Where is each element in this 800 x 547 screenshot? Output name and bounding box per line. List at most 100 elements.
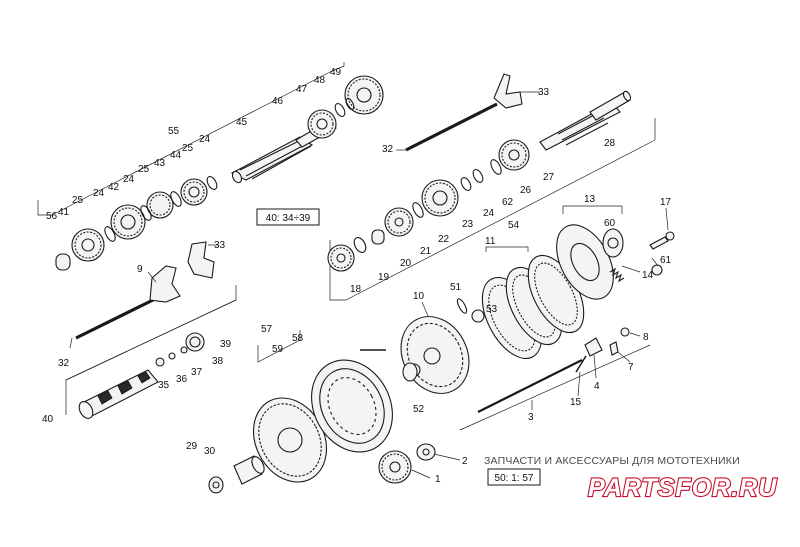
part-label: 40 [42, 414, 54, 425]
part-label: 24 [93, 188, 105, 199]
clutch-basket-10 [400, 316, 470, 394]
part-label: 38 [212, 356, 224, 367]
part-label: 49 [330, 67, 342, 78]
rod-15 [575, 355, 587, 373]
part-label: 1 [435, 474, 441, 485]
part-label: 25 [72, 195, 84, 206]
part-label: 20 [400, 258, 412, 269]
part-label: 35 [158, 380, 170, 391]
ref-box-top: 40: 34÷39 [256, 208, 320, 226]
part-label: 19 [378, 272, 390, 283]
part-label: 30 [204, 446, 216, 457]
part-label: 25 [138, 164, 150, 175]
gear-43 [146, 191, 174, 219]
selector-drum-40 [78, 369, 159, 419]
part-label: 18 [350, 284, 362, 295]
washer-51 [456, 298, 468, 314]
washer-19-20 [353, 229, 385, 253]
part-label: 24 [123, 174, 135, 185]
fork-rod-32-upper [405, 102, 498, 152]
nut-2 [416, 443, 436, 461]
part-label: 32 [382, 144, 394, 155]
bolt-17 [649, 231, 675, 250]
part-label: 37 [191, 367, 203, 378]
gear-49 [344, 75, 384, 115]
washers-24-25 [104, 175, 218, 242]
nut-53 [471, 309, 485, 323]
part-label: 25 [182, 143, 194, 154]
ref-box-top-text: 40: 34÷39 [266, 213, 311, 224]
pin-7-8 [609, 327, 630, 356]
part-label: 62 [502, 197, 514, 208]
part-label: 11 [485, 236, 496, 247]
gear-42 [110, 204, 146, 240]
part-label: 61 [660, 255, 672, 266]
leader-lines [69, 91, 669, 479]
part-label: 21 [420, 246, 432, 257]
part-label: 54 [508, 220, 520, 231]
part-labels: 1 2 3 4 7 8 9 10 11 13 14 15 17 18 19 20… [42, 67, 672, 485]
bushing-56 [55, 253, 71, 271]
washer-61 [651, 264, 663, 276]
part-label: 36 [176, 374, 188, 385]
part-label: 57 [261, 324, 273, 335]
part-label: 29 [186, 441, 198, 452]
part-label: 53 [486, 304, 498, 315]
part-label: 43 [154, 158, 166, 169]
part-label: 59 [272, 344, 284, 355]
part-label: 27 [543, 172, 555, 183]
ref-box-bottom-text: 50: 1: 57 [495, 473, 534, 484]
ref-box-bottom: 50: 1: 57 [487, 468, 541, 486]
part-label: 24 [483, 208, 495, 219]
bushing-30 [233, 455, 265, 485]
watermark-tagline: ЗАПЧАСТИ И АКСЕССУАРЫ ДЛЯ МОТОТЕХНИКИ [484, 455, 740, 467]
spring-14 [609, 267, 625, 283]
gear-21 [384, 207, 414, 237]
part-label: 33 [538, 87, 550, 98]
part-label: 51 [450, 282, 462, 293]
part-label: 9 [137, 264, 143, 275]
part-label: 52 [413, 404, 425, 415]
washer-47-48 [334, 97, 355, 118]
fork-rod-32-lower [75, 296, 158, 340]
shift-fork-33-lower [187, 241, 215, 279]
part-label: 42 [108, 182, 120, 193]
part-label: 60 [604, 218, 616, 229]
part-label: 7 [628, 362, 634, 373]
part-label: 58 [292, 333, 304, 344]
part-label: 55 [168, 126, 180, 137]
part-label: 44 [170, 150, 182, 161]
part-label: 2 [462, 456, 468, 467]
part-label: 39 [220, 339, 232, 350]
primary-gear-57 [253, 397, 327, 483]
gear-1 [378, 450, 412, 484]
part-label: 8 [643, 332, 649, 343]
part-label: 45 [236, 117, 248, 128]
detent-parts-35-39 [155, 332, 205, 367]
gear-27 [498, 139, 530, 171]
clutch-housing-59 [311, 359, 393, 453]
washer-52 [402, 362, 418, 382]
part-label: 24 [199, 134, 211, 145]
part-label: 33 [214, 240, 226, 251]
part-label: 23 [462, 219, 474, 230]
spring-cap-60 [602, 228, 624, 258]
gear-41 [71, 228, 105, 262]
gear-44 [180, 178, 208, 206]
part-label: 3 [528, 412, 534, 423]
part-label: 26 [520, 185, 532, 196]
washer-29 [208, 476, 224, 494]
part-label: 32 [58, 358, 70, 369]
counter-shaft-28 [539, 90, 632, 151]
clutch-plates-11 [481, 254, 585, 360]
shift-fork-33-upper [493, 73, 523, 109]
part-label: 13 [584, 194, 596, 205]
part-label: 14 [642, 270, 654, 281]
part-label: 46 [272, 96, 284, 107]
part-label: 4 [594, 381, 600, 392]
gear-46 [307, 109, 337, 139]
shift-fork-9 [149, 265, 181, 303]
gear-18 [327, 244, 355, 272]
part-label: 48 [314, 75, 326, 86]
